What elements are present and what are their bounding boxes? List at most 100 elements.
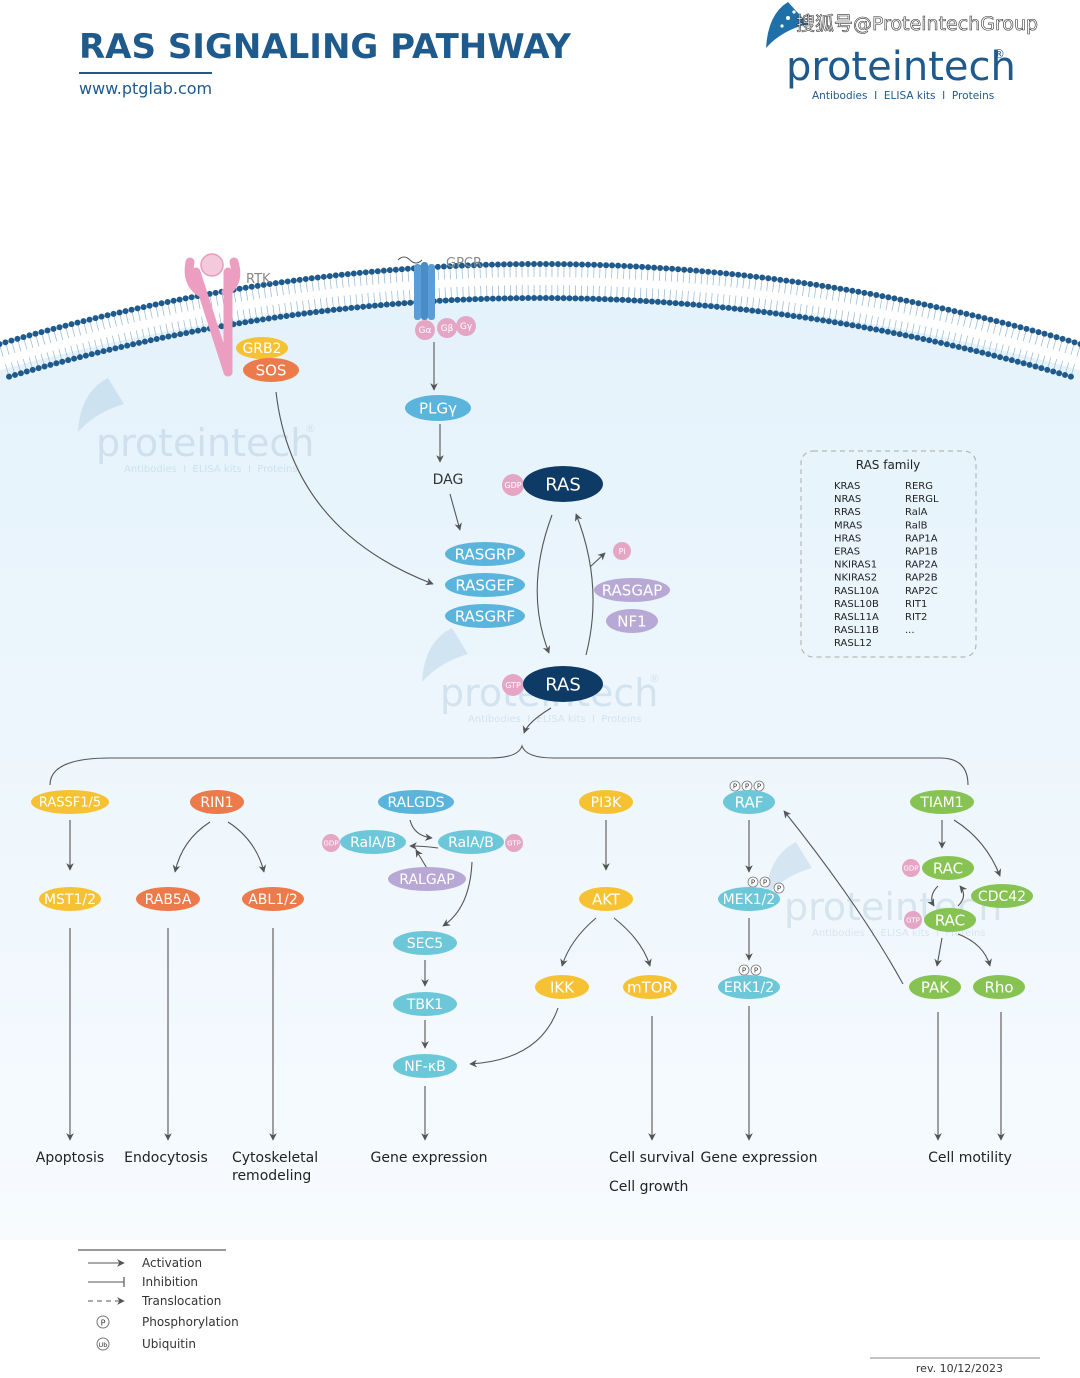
edge-rin1-rab5a — [172, 821, 211, 873]
edge-ralgds-exchange — [409, 819, 433, 842]
svg-text:P: P — [733, 783, 737, 791]
ras-family-item: RAP1A — [905, 533, 938, 544]
edge-pak-raf — [783, 810, 904, 985]
raf-p3-icon: P — [753, 780, 765, 792]
mek-p2-icon: P — [759, 876, 771, 888]
pathway-brace — [49, 744, 969, 786]
erk-node: ERK1/2 — [718, 975, 780, 999]
legend-phosphorylation: Phosphorylation — [142, 1315, 239, 1329]
svg-text:Antibodies I ELISA kits I: Antibodies I ELISA kits I Proteins — [812, 928, 986, 939]
page-title: RAS SIGNALING PATHWAY — [79, 27, 571, 67]
sec5-node-label: SEC5 — [407, 936, 443, 952]
bg-watermark-1: proteintech ® Antibodies I ELISA kits I … — [78, 378, 316, 475]
svg-text:®: ® — [305, 422, 316, 435]
outcome-cell-survival: Cell survival — [609, 1150, 694, 1166]
svg-text:Gβ: Gβ — [441, 324, 454, 334]
ras-gdp-node: RAS — [523, 466, 603, 502]
rac-gtp-node-label: RAC — [935, 911, 965, 929]
sec5-node: SEC5 — [393, 931, 457, 955]
ras-family-box: RAS family KRASNRASRRASMRASHRASERASNKIRA… — [800, 450, 977, 658]
tiam1-node-label: TIAM1 — [919, 795, 963, 811]
ras-family-item: RASL11B — [834, 625, 879, 636]
gtp-badge-ras: GTP — [502, 674, 524, 696]
mek-p3-icon: P — [773, 882, 785, 894]
ras-family-item: RalA — [905, 507, 928, 518]
akt-node-label: AKT — [592, 890, 621, 908]
brand-logo: 搜狐号@ProteintechGroup proteintech ® Antib… — [766, 2, 1038, 102]
ras-family-item: RASL10A — [834, 586, 879, 597]
rasgef-node-label: RASGEF — [455, 576, 514, 594]
rala-gdp-node: RalA/B — [340, 830, 406, 854]
rala-gtp-node: RalA/B — [438, 830, 504, 854]
raf-node-label: RAF — [735, 793, 764, 811]
gpcr-receptor — [397, 256, 435, 320]
svg-text:GDP: GDP — [323, 840, 338, 848]
ras-gdp-node-label: RAS — [545, 474, 581, 495]
edge-akt-ikk — [560, 917, 597, 967]
svg-text:GDP: GDP — [504, 481, 521, 490]
sos-node-label: SOS — [256, 361, 287, 379]
brand-name: proteintech — [786, 44, 1016, 90]
rasgap-node: RASGAP — [594, 578, 670, 602]
connectors — [49, 342, 1005, 1141]
ralgds-node: RALGDS — [378, 790, 454, 814]
ras-family-item: ERAS — [834, 547, 860, 558]
tiam1-node: TIAM1 — [910, 790, 974, 814]
ras-family-item: MRAS — [834, 520, 862, 531]
ras-gtp-node-label: RAS — [545, 674, 581, 695]
ras-family-item: RASL10B — [834, 599, 879, 610]
outcome-endocytosis: Endocytosis — [124, 1150, 208, 1166]
svg-text:Gα: Gα — [419, 326, 432, 336]
ras-family-item: RalB — [905, 520, 928, 531]
ras-family-title: RAS family — [856, 458, 921, 472]
website-url[interactable]: www.ptglab.com — [79, 79, 212, 98]
edge-ikk-nfkb — [469, 1007, 559, 1068]
ras-family-item: RRAS — [834, 507, 861, 518]
ras-family-item: RAP2C — [905, 586, 938, 597]
rac-gdp-node-label: RAC — [933, 859, 963, 877]
rasgef-node: RASGEF — [445, 573, 525, 597]
ras-family-item: NKIRAS1 — [834, 560, 877, 571]
raf-p1-icon: P — [729, 780, 741, 792]
abl-node: ABL1/2 — [242, 887, 304, 911]
ras-family-item: HRAS — [834, 533, 861, 544]
edge-cycle-pi — [589, 552, 606, 568]
erk-p2-icon: P — [750, 964, 762, 976]
rin1-node-label: RIN1 — [200, 795, 233, 811]
gdp-badge-rala: GDP — [322, 834, 340, 852]
rac-gtp-node: RAC — [924, 908, 976, 932]
legend-ubiquitin: Ubiquitin — [142, 1337, 196, 1351]
outcome-cyto-line2: remodeling — [232, 1168, 311, 1184]
svg-text:P: P — [754, 967, 758, 975]
gdp-badge-rac: GDP — [902, 859, 920, 877]
ras-family-item: KRAS — [834, 481, 860, 492]
ikk-node-label: IKK — [550, 978, 575, 996]
ikk-node: IKK — [535, 975, 589, 999]
edge-ras-brace — [522, 707, 552, 734]
legend-inhibition: Inhibition — [142, 1275, 198, 1289]
pak-node: PAK — [909, 975, 961, 999]
outcome-apoptosis: Apoptosis — [36, 1150, 104, 1166]
ras-family-item: RASL12 — [834, 638, 872, 649]
logo-drop-icon — [766, 2, 808, 48]
pak-node-label: PAK — [921, 978, 950, 996]
rassf-node: RASSF1/5 — [31, 790, 109, 814]
svg-text:P: P — [777, 885, 781, 893]
edge-rala-sec5 — [442, 861, 473, 927]
nfkb-node-label: NF-κB — [404, 1059, 445, 1075]
edge-sos-rasgef — [275, 391, 434, 586]
svg-text:Ub: Ub — [99, 1341, 108, 1349]
mek-node-label: MEK1/2 — [723, 892, 776, 908]
svg-text:P: P — [757, 783, 761, 791]
grb2-node-label: GRB2 — [242, 341, 281, 357]
pi3k-node: PI3K — [579, 790, 633, 814]
edge-rala-gtp-gdp — [409, 842, 439, 850]
outcome-cyto-line1: Cytoskeletal — [232, 1150, 318, 1166]
mek-p1-icon: P — [747, 876, 759, 888]
gtp-badge-rac: GTP — [904, 911, 922, 929]
legend-translocation: Translocation — [141, 1294, 221, 1308]
ras-gtp-node: RAS — [523, 666, 603, 702]
svg-text:Antibodies I ELISA kits I: Antibodies I ELISA kits I Proteins — [468, 714, 642, 725]
edge-rac-pak — [934, 937, 943, 967]
sos-node: SOS — [243, 358, 299, 382]
